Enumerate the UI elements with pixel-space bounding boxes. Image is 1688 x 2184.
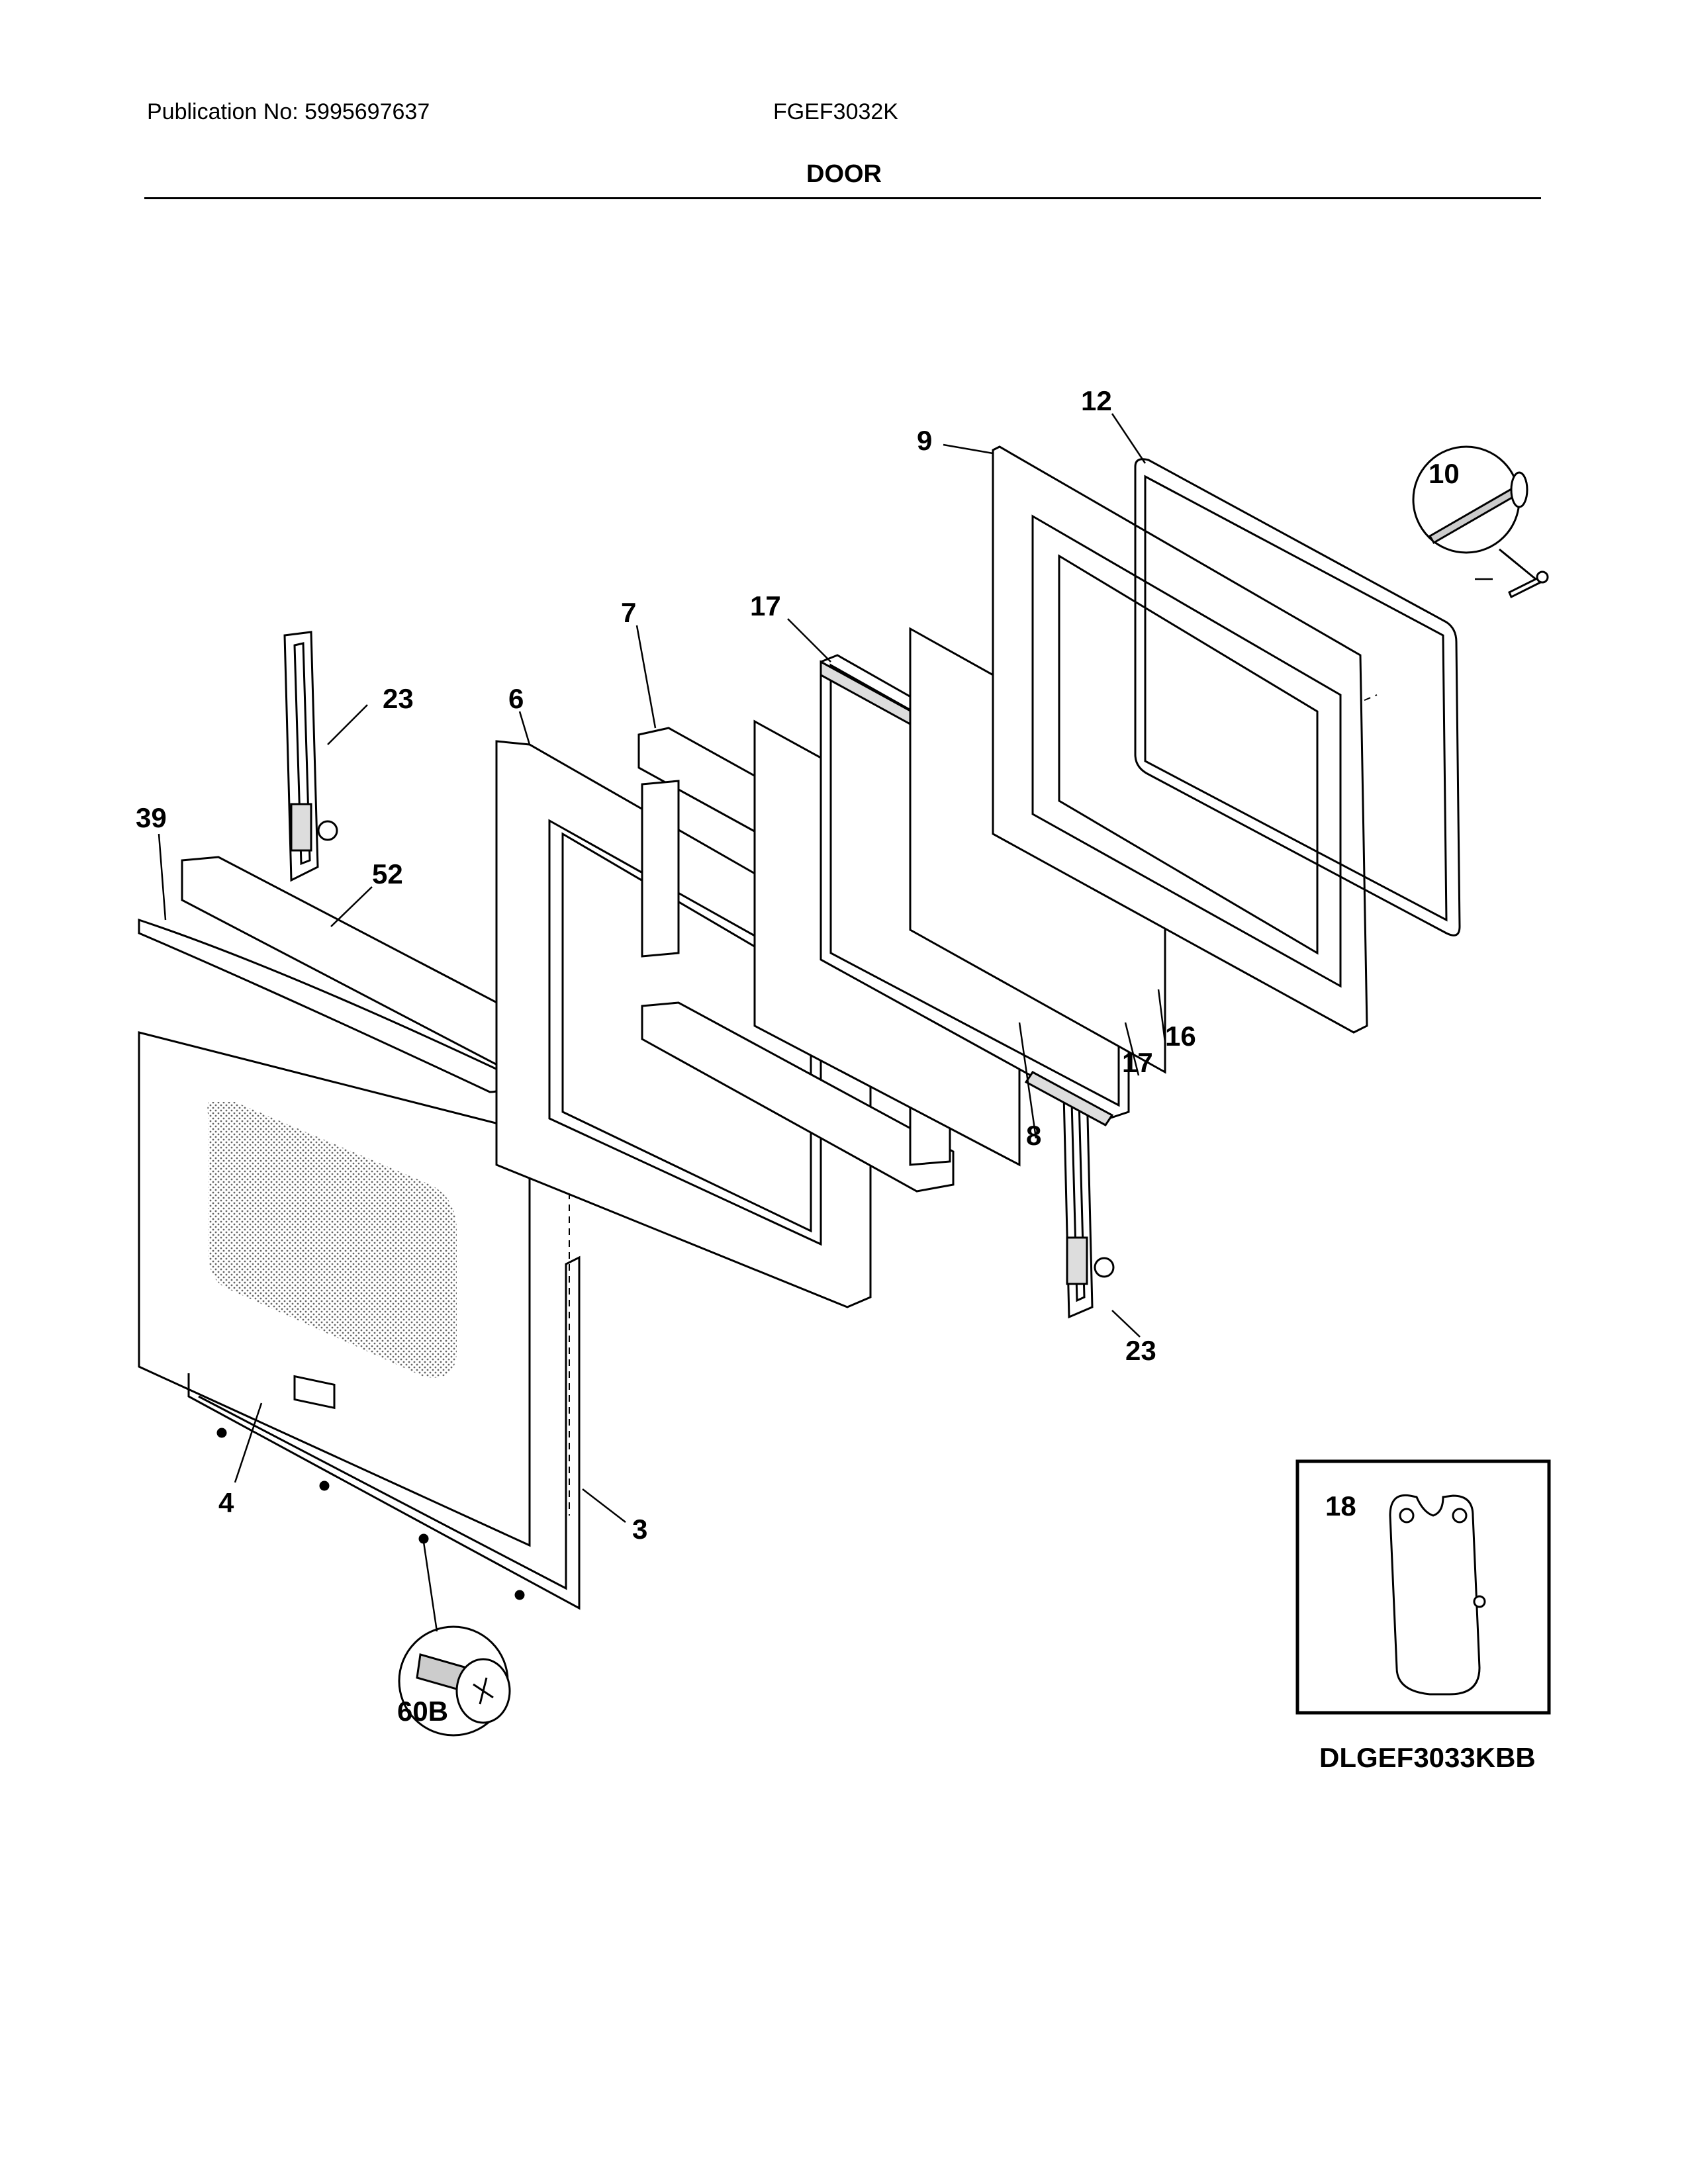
callout-23-top: 23 [383, 683, 414, 714]
variant-model-label: DLGEF3033KBB [1319, 1742, 1536, 1773]
callout-8: 8 [1026, 1120, 1041, 1151]
callout-labels: 9 12 10 7 17 6 23 39 52 16 17 8 23 4 3 6… [136, 385, 1460, 1727]
callout-16: 16 [1165, 1021, 1196, 1052]
model-number: FGEF3032K [773, 99, 898, 124]
callout-17-bottom: 17 [1122, 1047, 1153, 1078]
page-title: DOOR [806, 160, 882, 188]
callout-4: 4 [218, 1487, 234, 1518]
callout-39: 39 [136, 802, 167, 833]
callout-3: 3 [632, 1514, 647, 1545]
door-gasket [1134, 458, 1461, 936]
door-handle [138, 856, 581, 1093]
publication-number: Publication No: 5995697637 [147, 99, 430, 124]
callout-60b: 60B [397, 1696, 448, 1727]
inner-door-panel [992, 445, 1368, 1034]
callout-7: 7 [621, 597, 636, 628]
callout-10: 10 [1429, 458, 1460, 489]
variant-box [1295, 1459, 1551, 1715]
door-trim [187, 1255, 581, 1610]
callout-6: 6 [508, 683, 524, 714]
callout-17-top: 17 [750, 590, 781, 621]
callout-18: 18 [1325, 1490, 1356, 1522]
header-divider [144, 197, 1541, 199]
callout-12: 12 [1081, 385, 1112, 416]
callout-9: 9 [917, 425, 932, 456]
outer-door-glass [138, 1031, 531, 1547]
hinge-left [283, 631, 338, 882]
callout-23-bottom: 23 [1125, 1335, 1156, 1366]
callout-52: 52 [372, 858, 403, 889]
leader-lines [158, 413, 1493, 1632]
screw-detail-60b [398, 1625, 511, 1737]
screw-detail-10 [1412, 445, 1549, 599]
